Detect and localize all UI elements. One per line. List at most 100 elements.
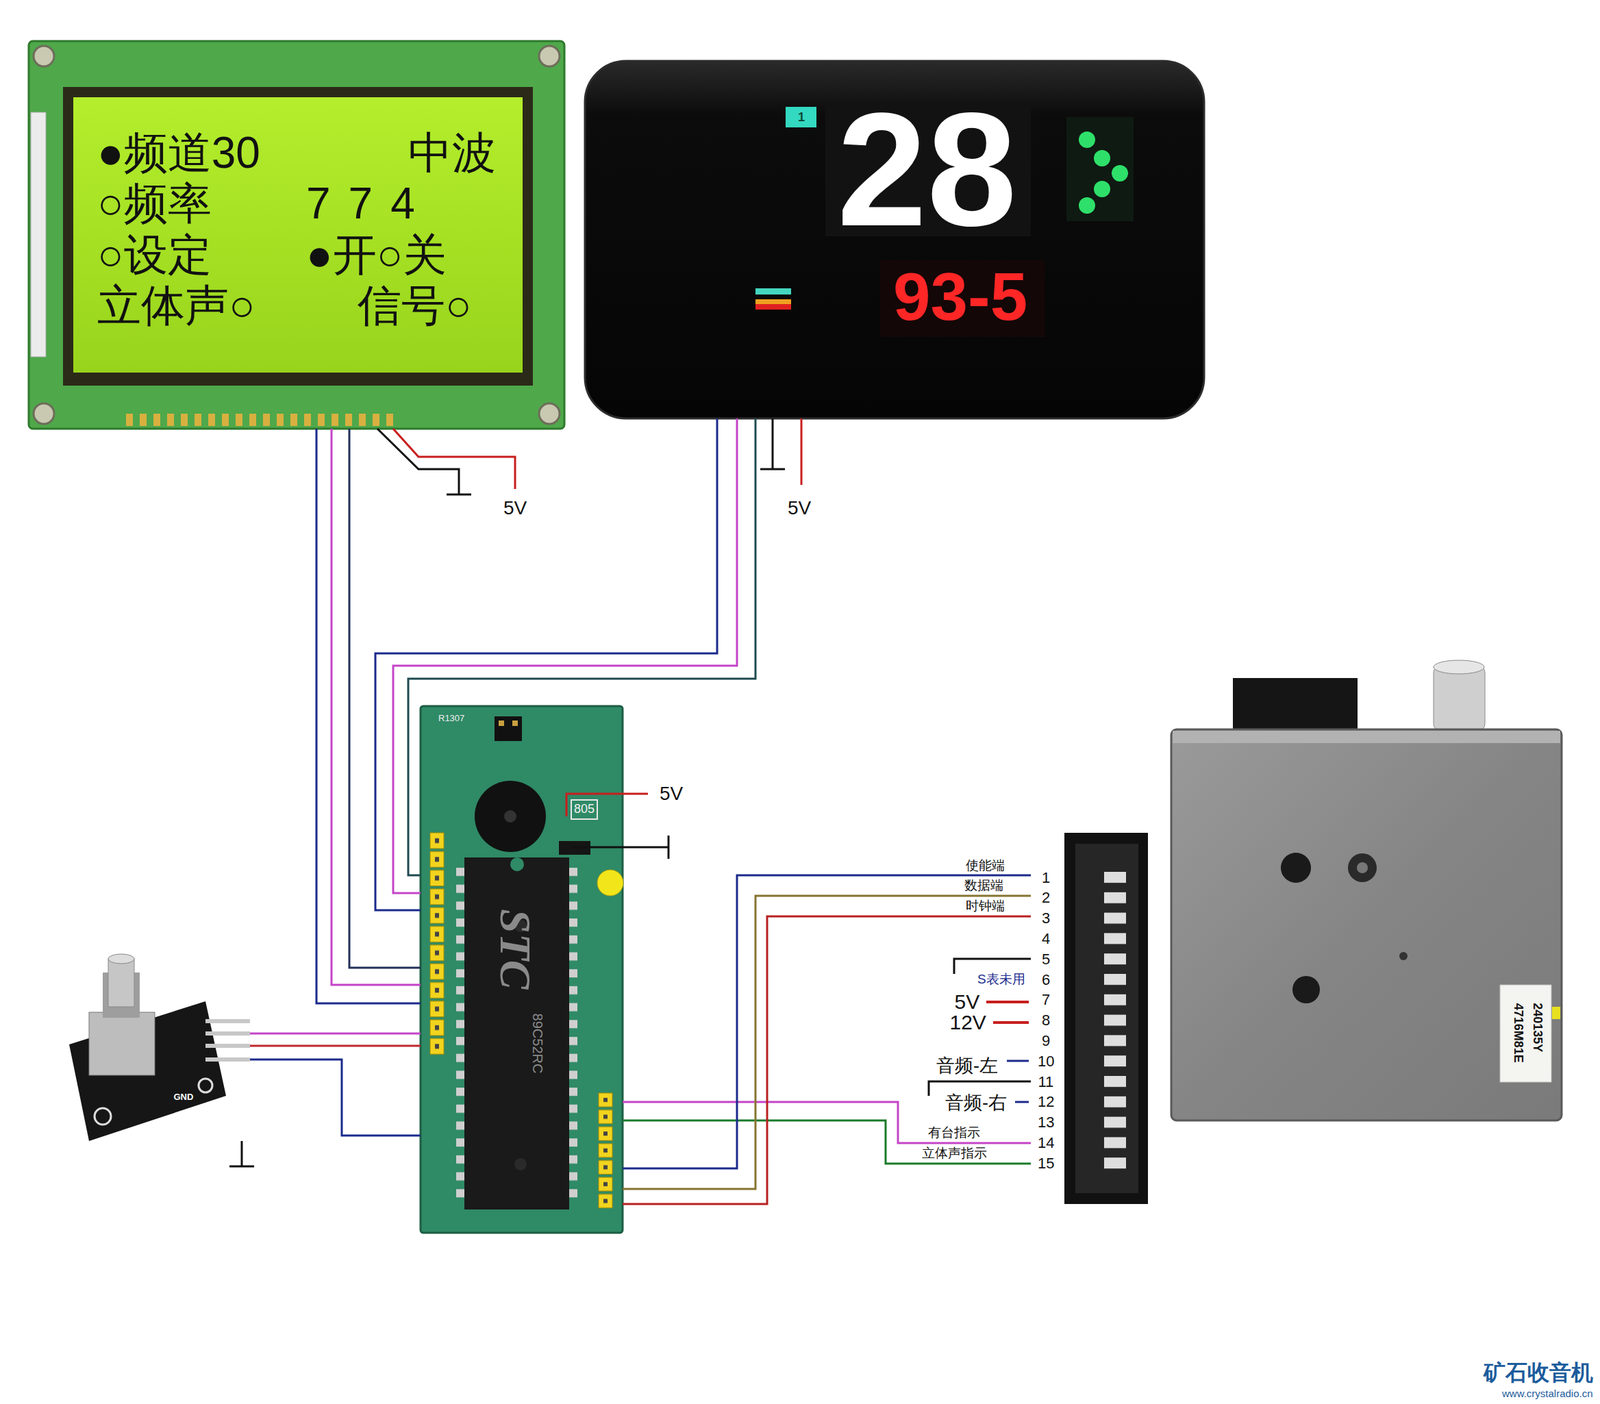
mcu-board-drawing-part [494,716,522,742]
signal-name: 音频-左 [936,1055,998,1077]
channel-digits: 28 [836,76,1018,263]
signal-wire [393,418,737,894]
tuner-connector: 123456789101112131415 [1030,832,1148,1205]
rotary-encoder-drawing-part [94,1108,111,1125]
rotary-encoder-drawing-part [108,958,135,1007]
pin-wires-part [993,1021,1029,1024]
pin-wires-part [954,958,1031,974]
mcu-board-drawing-part [512,720,518,727]
mcu-board-drawing-part [597,1091,614,1210]
pin-wires-part [986,1000,1029,1004]
signal-wire [250,1032,421,1035]
mcu-board-drawing-part [571,800,598,820]
power-wires-part [241,1141,244,1167]
power-wires-part [566,793,648,817]
pin-number: 6 [1041,971,1050,989]
lcd-module-drawing-part [539,45,560,67]
supply-label: 5V [503,497,527,520]
supply-label: 5V [659,782,683,805]
mcu-board-drawing-part [456,864,465,1203]
signal-name: 时钟端 [965,898,1005,914]
power-wires-part [571,846,669,849]
tuner-module-drawing-part [1172,730,1561,744]
pin-number: 4 [1041,930,1050,948]
chip-marking: STC [489,908,541,990]
supply-label: 12V [950,1010,987,1035]
tuner-module-drawing-part [1280,852,1311,883]
chip-marking: 89C52RC [529,1013,546,1074]
indicator-number: 1 [797,110,805,125]
power-wires-part [800,418,803,485]
signal-wire [349,428,421,968]
hud-display-drawing-part [755,304,792,310]
lcd-text: 立体声○ [97,280,256,332]
mcu-board-drawing-part [510,857,524,872]
pin-number: 15 [1037,1154,1055,1172]
power-wires [229,418,802,1167]
frequency-digits: 93-5 [893,258,1028,336]
mcu-board-drawing-part [498,720,505,727]
lcd-module: ●频道30中波○频率774○设定●开○关立体声○信号○ [28,41,565,429]
pin-number: 5 [1041,950,1050,968]
mcu-board-drawing [420,706,624,1233]
hud-display-drawing-part [1078,131,1096,148]
lcd-module-drawing-part [33,403,55,424]
connector-strip-drawing-part [1064,832,1148,1205]
signal-wire [622,1120,1031,1164]
silkscreen-text: 805 [573,802,595,817]
pin-number: 1 [1041,869,1050,887]
hud-display: 1 2893-5 [584,60,1205,419]
rotary-encoder-drawing-part [69,1001,227,1142]
mcu-board-drawing-part [464,857,570,1210]
hud-display-drawing-part [755,288,792,295]
rotary-encoder: GND [69,958,250,1142]
pin-number: 13 [1037,1113,1055,1131]
rotary-encoder-drawing-part [108,954,135,964]
pin-wires [928,958,1031,1103]
lcd-text: 信号○ [357,280,472,332]
signal-wire [622,916,1031,1205]
rotary-encoder-drawing-part [89,1012,155,1076]
pin-number: 8 [1041,1011,1050,1029]
lcd-module-drawing-part [30,112,46,357]
tuner-module-drawing-part [1433,660,1485,674]
hud-display-drawing [584,60,1205,419]
mcu-board: R1307805STC89C52RC [420,706,623,1233]
rotary-encoder-drawing [69,954,250,1142]
lcd-module-drawing-part [73,97,523,373]
mcu-board-drawing-part [597,869,624,896]
hud-display-drawing-part [1078,197,1096,214]
power-wires-part [771,418,774,470]
mcu-board-drawing-part [504,810,517,823]
signal-name: 使能端 [965,858,1005,874]
pin-name: GND [173,1092,194,1103]
rotary-encoder-drawing-part [205,1043,250,1048]
signal-wire [622,895,1031,1190]
tuner-module-drawing-part [1232,678,1358,733]
mcu-board-drawing-part [569,864,578,1203]
pin-number: 10 [1037,1052,1055,1070]
hud-display-drawing-part [1066,117,1134,222]
connector-strip-drawing [1064,832,1148,1205]
lcd-text: 中波 [408,128,496,179]
connector-strip-drawing-part [1104,871,1127,1179]
pin-number: 14 [1037,1134,1055,1152]
pin-number: 7 [1041,991,1050,1009]
pin-wires-part [1006,1060,1029,1063]
tuner-module-drawing-part [1500,984,1552,1083]
lcd-text: ○频率 [97,178,212,230]
pin-number: 9 [1041,1032,1050,1050]
hud-display-drawing-part [1111,165,1129,182]
signal-name: S表未用 [977,971,1026,987]
lcd-module-drawing [28,41,565,429]
signal-wire [316,428,421,1004]
signal-wire [250,1059,421,1136]
lcd-module-drawing-part [122,413,398,427]
lcd-module-drawing-part [63,86,533,386]
signal-name: 立体声指示 [921,1145,987,1161]
signal-wire [375,418,718,911]
